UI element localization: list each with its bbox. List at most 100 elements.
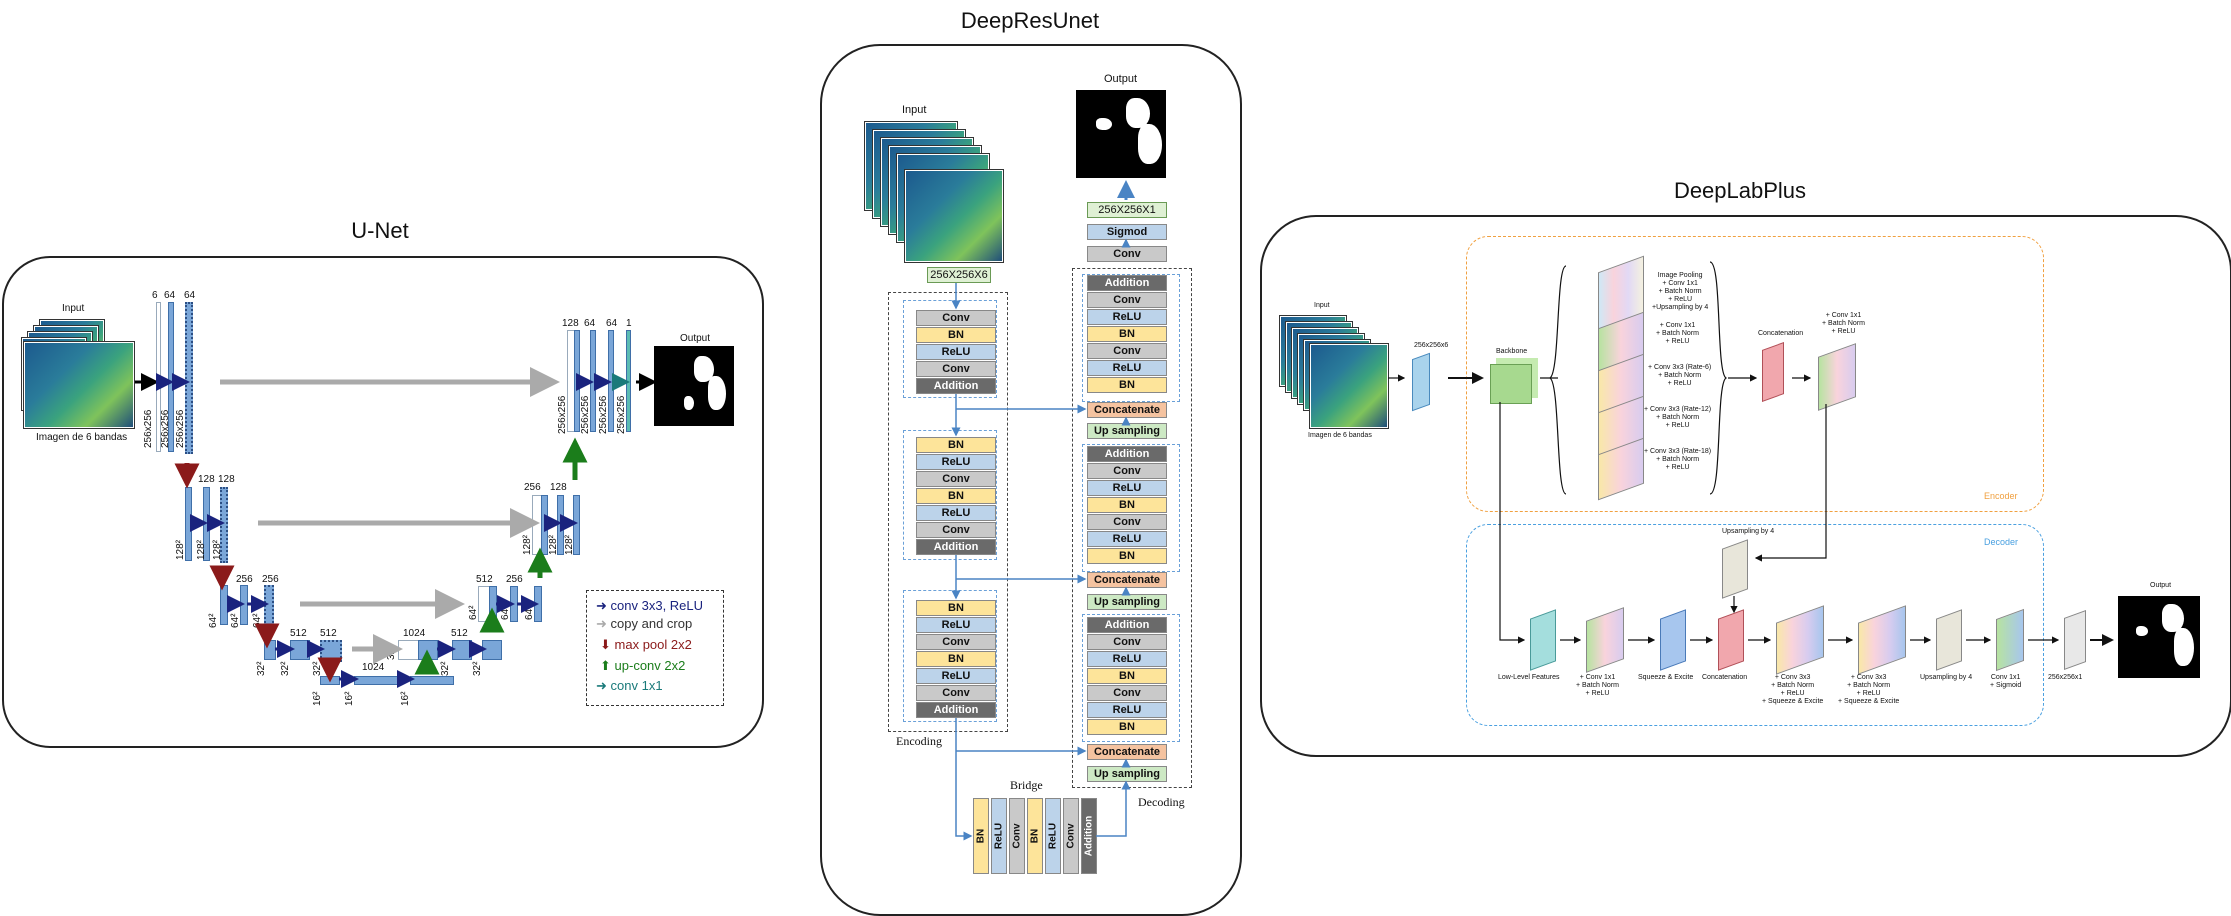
dru-sigmoid-block: Sigmod: [1087, 224, 1167, 240]
dru-block: ReLU: [1087, 531, 1167, 547]
dru-block: Conv: [916, 310, 996, 326]
dru-output-mask: [1076, 90, 1166, 178]
unet-ch: 256: [236, 574, 253, 585]
unet-ch: 128: [550, 482, 567, 493]
dru-block: Conv: [916, 361, 996, 377]
dl-conv3a-label: + Conv 3x3 + Batch Norm + ReLU + Squeeze…: [1762, 674, 1824, 705]
dru-block: Conv: [1063, 798, 1079, 874]
dru-res-box: [903, 430, 997, 560]
dru-block: ReLU: [1087, 480, 1167, 496]
dl-concat-top-label: Concatenation: [1758, 330, 1804, 337]
dru-block: Addition: [1087, 446, 1167, 462]
dru-block: Conv: [1087, 634, 1167, 650]
unet-ch-bottom: 1024: [362, 662, 385, 673]
dl-ll-conv-label: + Conv 1x1 + Batch Norm + ReLU: [1576, 674, 1619, 697]
dl-aspp-0: Image Pooling + Conv 1x1 + Batch Norm + …: [1652, 272, 1709, 311]
dl-output-shape: 256x256x1: [2048, 674, 2083, 681]
unet-ch: 512: [320, 628, 337, 639]
dl-aspp-2: + Conv 3x3 (Rate-6) + Batch Norm + ReLU: [1648, 364, 1712, 387]
dru-block: Addition: [1087, 275, 1167, 291]
dl-concat-bottom-label: Concatenation: [1702, 674, 1748, 681]
dru-block: Concatenate: [1087, 744, 1167, 760]
dru-block: BN: [1087, 668, 1167, 684]
dru-input-label: Input: [902, 104, 927, 116]
dl-decoder-box: [1466, 524, 2044, 726]
deepresunet-title: DeepResUnet: [960, 8, 1100, 33]
arrow-right-icon: ➜: [596, 678, 607, 693]
dl-after-concat: + Conv 1x1 + Batch Norm + ReLU: [1822, 312, 1865, 335]
dru-block: ReLU: [1087, 702, 1167, 718]
dl-output-mask: [2118, 596, 2200, 678]
dru-block: Addition: [1087, 617, 1167, 633]
dru-bridge-label: Bridge: [1010, 778, 1043, 792]
dru-block: Conv: [916, 471, 996, 487]
dru-block: Conv: [916, 685, 996, 701]
dl-squeeze-label: Squeeze & Excite: [1638, 674, 1694, 681]
dru-block: Addition: [916, 539, 996, 555]
dl-backbone-label: Backbone: [1496, 348, 1528, 355]
dru-block: BN: [1087, 719, 1167, 735]
unet-output-mask: [654, 346, 734, 426]
legend-copy-crop: ➜ copy and crop: [596, 616, 693, 631]
dru-block: Conv: [1087, 463, 1167, 479]
dru-res-box: [903, 590, 997, 722]
dru-block: BN: [1087, 377, 1167, 393]
dru-block: ReLU: [1087, 651, 1167, 667]
dru-res-box: [903, 300, 997, 398]
dru-block: Conv: [916, 634, 996, 650]
dl-encoder-box: [1466, 236, 2044, 512]
unet-ch: 64: [584, 318, 596, 329]
unet-ch: 128: [562, 318, 579, 329]
dru-encoding-box: [888, 292, 1008, 732]
dru-block: ReLU: [916, 617, 996, 633]
dru-block: BN: [916, 437, 996, 453]
unet-ch: 64: [606, 318, 618, 329]
unet-ch: 512: [451, 628, 468, 639]
dru-block: ReLU: [916, 505, 996, 521]
dru-block: BN: [916, 488, 996, 504]
dl-final-conv-label: Conv 1x1 + Sigmoid: [1990, 674, 2022, 689]
dru-block: Conv: [1087, 685, 1167, 701]
arrow-up-icon: ⬆: [600, 658, 611, 673]
dru-block: ReLU: [1087, 309, 1167, 325]
dru-block: BN: [916, 327, 996, 343]
dru-block: Addition: [916, 702, 996, 718]
dru-input-shape: 256X256X6: [927, 267, 991, 283]
dru-block: BN: [1087, 326, 1167, 342]
dl-aspp-3: + Conv 3x3 (Rate-12) + Batch Norm + ReLU: [1644, 406, 1712, 429]
dru-block: Conv: [916, 522, 996, 538]
unet-ch: 128: [198, 474, 215, 485]
dru-block: ReLU: [1087, 360, 1167, 376]
dru-block: BN: [973, 798, 989, 874]
dl-decoder-label: Decoder: [1984, 537, 2019, 547]
unet-ch-6: 6: [152, 290, 158, 301]
dru-block: BN: [1027, 798, 1043, 874]
dru-block: ReLU: [916, 668, 996, 684]
dl-up-bottom-label: Upsampling by 4: [1920, 674, 1973, 681]
unet-arrows: [135, 367, 657, 688]
dru-res-box: [1082, 274, 1180, 402]
unet-ch: 512: [290, 628, 307, 639]
unet-title: U-Net: [351, 218, 409, 243]
legend-conv1x1: ➜ conv 1x1: [596, 678, 663, 693]
dru-encoding-label: Encoding: [896, 734, 942, 748]
dru-block: Conv: [1009, 798, 1025, 874]
unet-input-caption: Imagen de 6 bandas: [36, 432, 128, 443]
dl-input-caption: Imagen de 6 bandas: [1308, 432, 1372, 439]
legend-maxpool: ⬇ max pool 2x2: [600, 637, 692, 652]
arrow-down-icon: ⬇: [600, 637, 611, 652]
dru-output-label: Output: [1104, 73, 1138, 85]
dl-up-top-label: Upsampling by 4: [1722, 528, 1775, 535]
unet-ch: 512: [476, 574, 493, 585]
dru-res-box: [1082, 444, 1180, 572]
dru-block: BN: [916, 600, 996, 616]
legend-conv3x3: ➜ conv 3x3, ReLU: [596, 598, 704, 613]
unet-ch: 128: [218, 474, 235, 485]
dl-input-label: Input: [1314, 302, 1330, 309]
deeplab-title: DeepLabPlus: [1673, 178, 1807, 203]
dru-block: Conv: [1087, 343, 1167, 359]
dl-low-level-label: Low-Level Features: [1498, 674, 1560, 681]
dru-block: ReLU: [916, 344, 996, 360]
dru-block: Concatenate: [1087, 402, 1167, 418]
